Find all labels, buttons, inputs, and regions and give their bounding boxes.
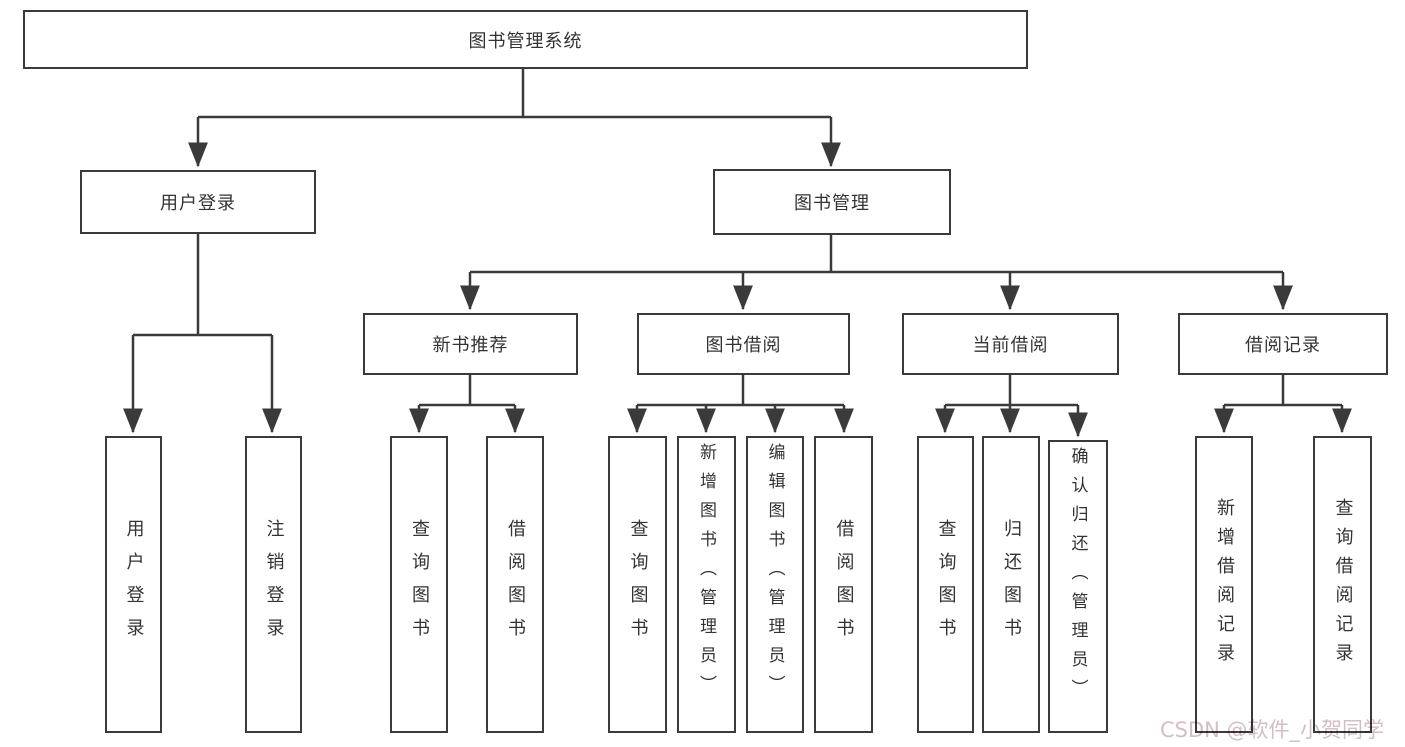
leaf-borrowing-query-books-label: 查询图书 [627, 518, 649, 651]
node-borrow-records-label: 借阅记录 [1245, 335, 1321, 356]
csdn-watermark: CSDN @软件_小贺同学 [1160, 718, 1385, 742]
node-current-borrowing: 当前借阅 [902, 313, 1119, 375]
leaf-user-login: 用户登录 [105, 436, 162, 733]
node-root-label: 图书管理系统 [468, 30, 583, 52]
leaf-return-books-label: 归还图书 [1001, 518, 1022, 651]
node-book-management-label: 图书管理 [794, 193, 870, 214]
leaf-logout: 注销登录 [245, 436, 302, 733]
leaf-add-books-admin: 新增图书（管理员） [677, 436, 736, 733]
leaf-add-borrow-record-label: 新增借阅记录 [1214, 497, 1235, 672]
leaf-user-login-label: 用户登录 [123, 518, 145, 651]
leaf-add-books-admin-label: 新增图书（管理员） [696, 443, 716, 704]
leaf-recommend-query-books: 查询图书 [390, 436, 448, 733]
node-current-borrowing-label: 当前借阅 [972, 335, 1049, 356]
node-user-login: 用户登录 [80, 170, 316, 234]
leaf-borrowing-borrow-books-label: 借阅图书 [833, 518, 855, 651]
leaf-query-borrow-record: 查询借阅记录 [1313, 436, 1372, 733]
leaf-edit-books-admin-label: 编辑图书（管理员） [764, 443, 785, 704]
leaf-borrowing-borrow-books: 借阅图书 [814, 436, 873, 733]
node-new-book-recommend: 新书推荐 [363, 313, 578, 375]
leaf-confirm-return-admin: 确认归还（管理员） [1048, 440, 1108, 733]
leaf-borrowing-query-books: 查询图书 [608, 436, 667, 733]
leaf-recommend-borrow-books-label: 借阅图书 [505, 518, 526, 651]
leaf-logout-label: 注销登录 [263, 518, 285, 651]
leaf-recommend-borrow-books: 借阅图书 [486, 436, 544, 733]
leaf-current-query-books: 查询图书 [917, 436, 974, 733]
node-book-borrowing-label: 图书借阅 [705, 335, 782, 356]
node-root: 图书管理系统 [23, 10, 1028, 69]
node-borrow-records: 借阅记录 [1178, 313, 1388, 375]
node-user-login-label: 用户登录 [160, 193, 236, 214]
leaf-recommend-query-books-label: 查询图书 [409, 518, 430, 651]
leaf-query-borrow-record-label: 查询借阅记录 [1332, 497, 1354, 672]
node-book-management: 图书管理 [713, 169, 951, 235]
node-new-book-recommend-label: 新书推荐 [432, 335, 509, 356]
leaf-edit-books-admin: 编辑图书（管理员） [746, 436, 804, 733]
leaf-add-borrow-record: 新增借阅记录 [1195, 436, 1253, 733]
leaf-confirm-return-admin-label: 确认归还（管理员） [1067, 447, 1088, 708]
leaf-return-books: 归还图书 [982, 436, 1040, 733]
leaf-current-query-books-label: 查询图书 [935, 518, 957, 651]
node-book-borrowing: 图书借阅 [637, 313, 850, 375]
